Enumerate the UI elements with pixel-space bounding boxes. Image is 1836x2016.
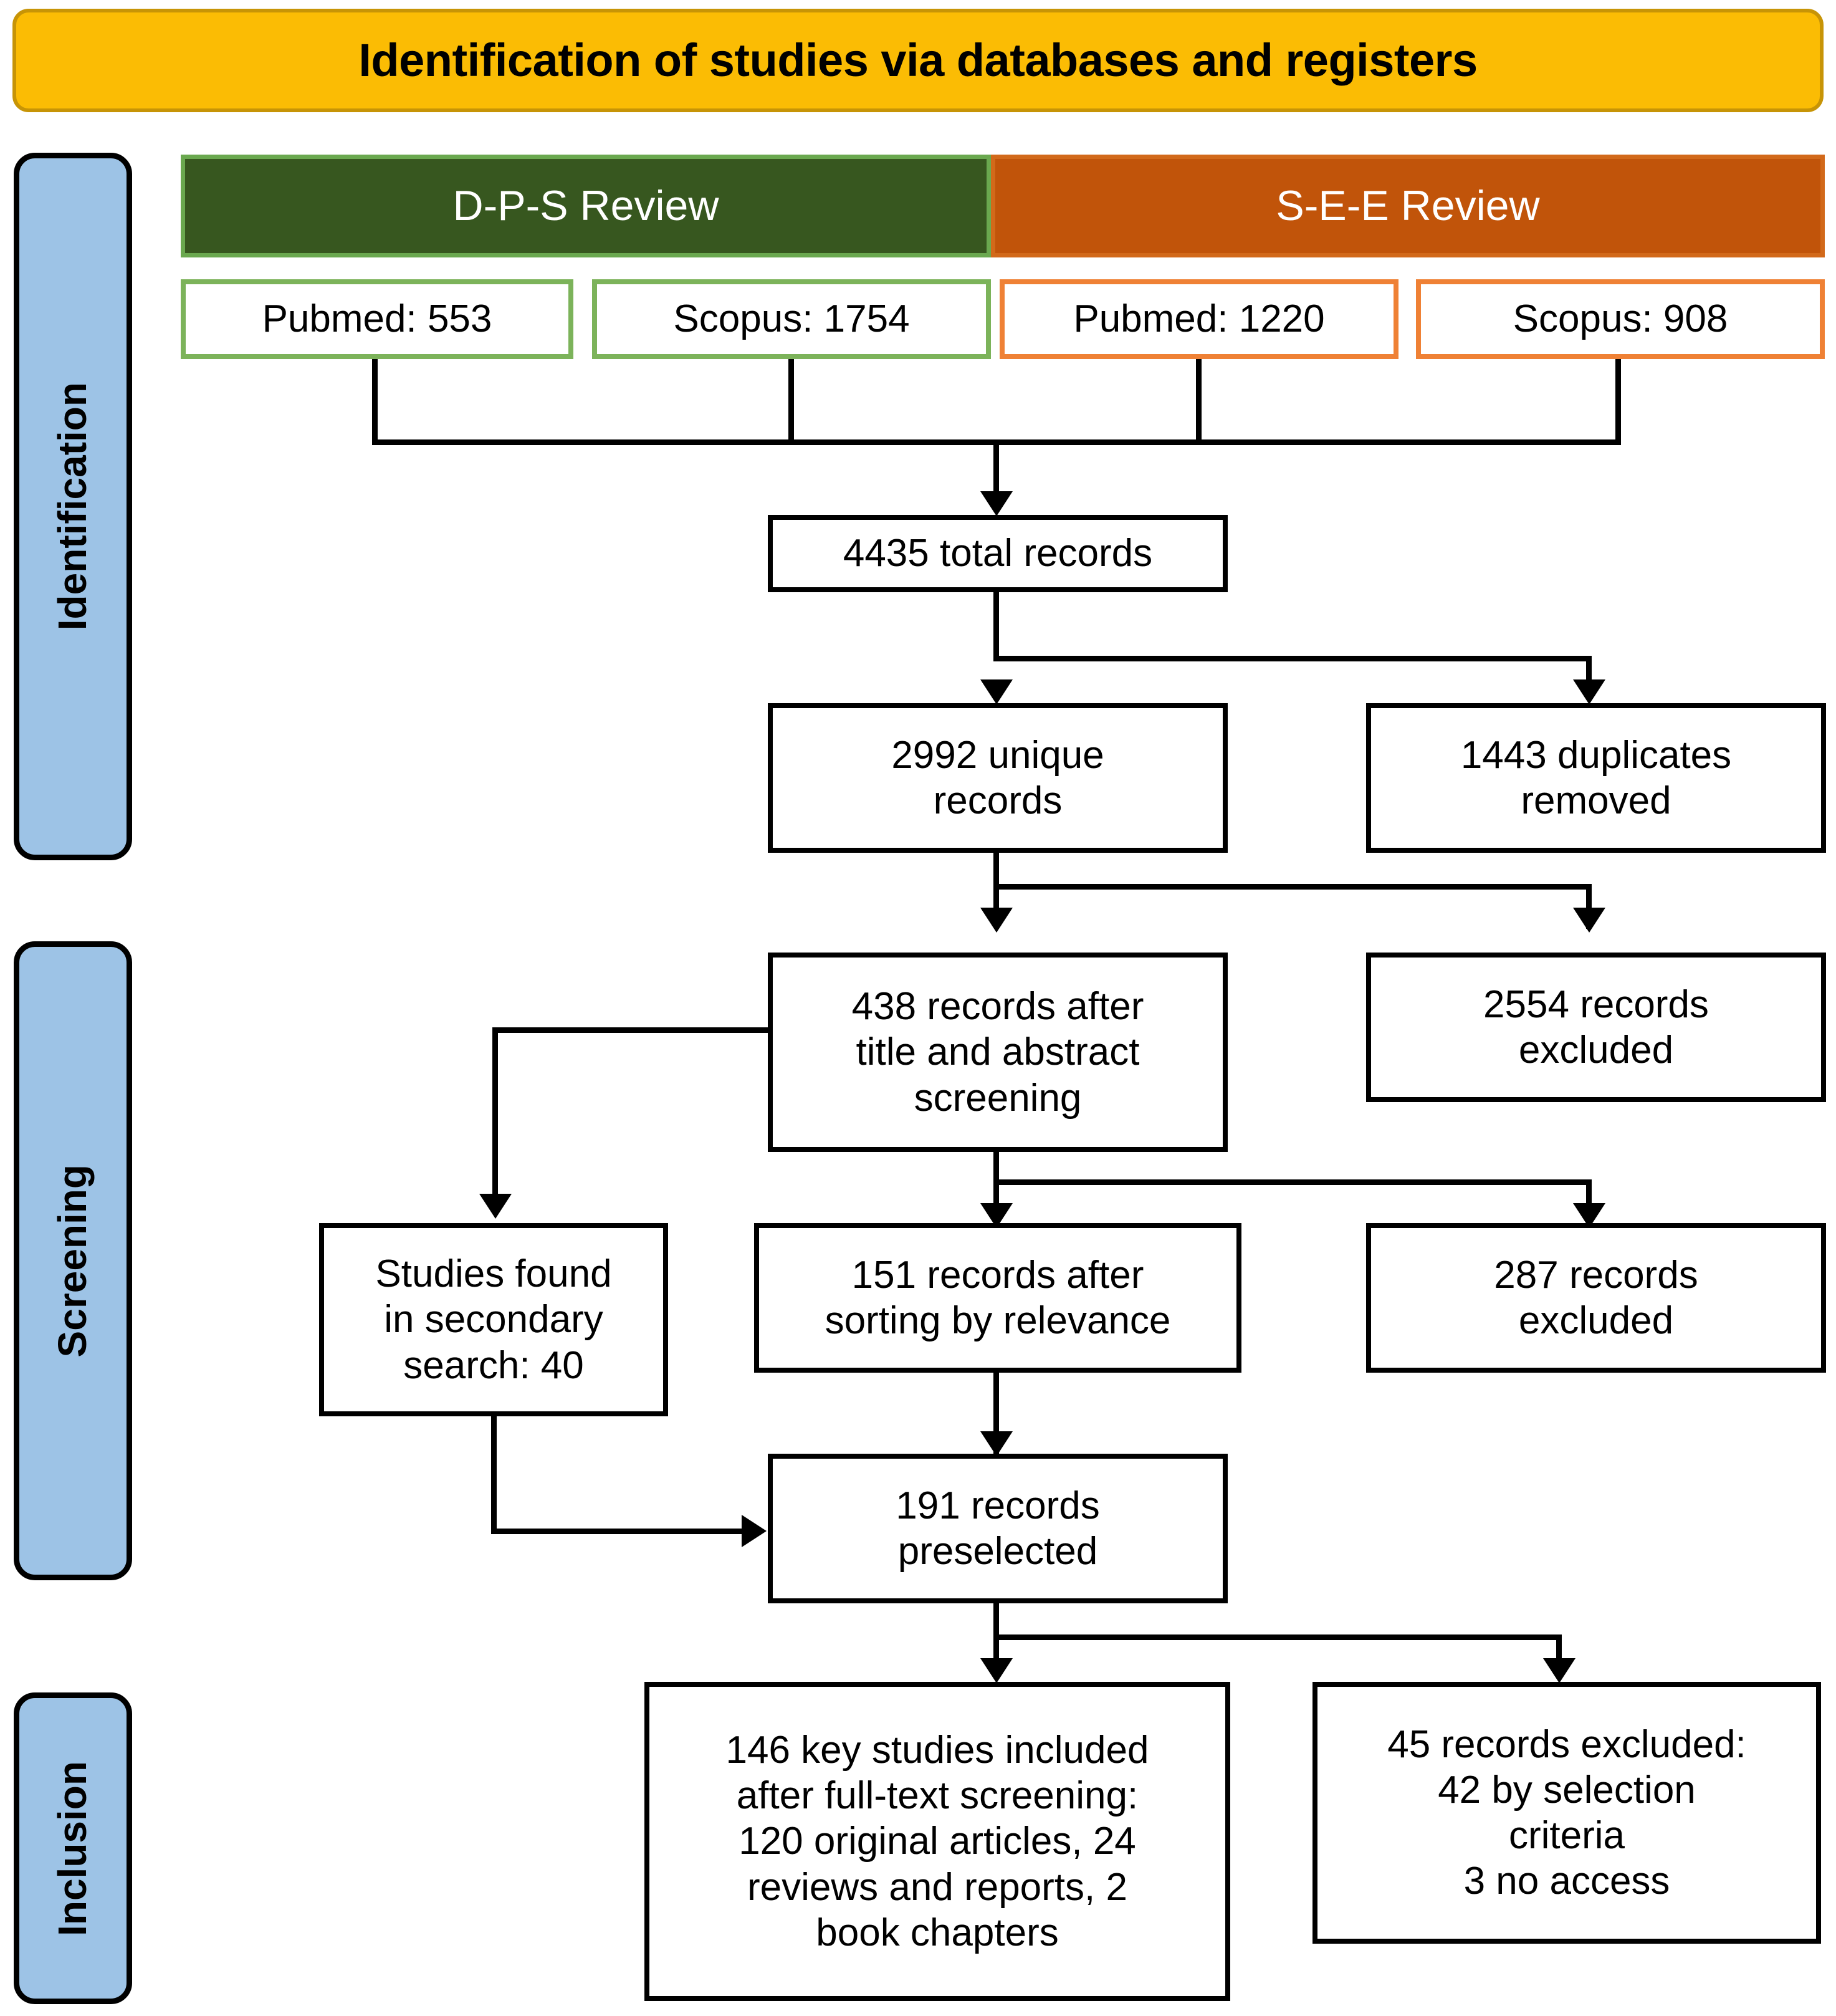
stage-band-identification: Identification xyxy=(14,153,132,860)
connector-total-branch xyxy=(993,656,1592,661)
source-label-scopus-see: Scopus: 908 xyxy=(1513,297,1728,341)
stage-label-screening: Screening xyxy=(50,1164,95,1358)
included-studies-line5: book chapters xyxy=(816,1911,1059,1954)
review-group-label-dps: D-P-S Review xyxy=(452,182,719,230)
included-studies-line3: 120 original articles, 24 xyxy=(739,1820,1136,1863)
total-records-label: 4435 total records xyxy=(843,532,1153,575)
connector-ta-to-excl287-drop xyxy=(1586,1179,1592,1224)
connector-manifold-to-total xyxy=(993,439,999,511)
connector-total-to-dup-drop xyxy=(1586,656,1592,694)
arrow-to-included-studies xyxy=(980,1658,1013,1683)
flow-box-excluded-45: 45 records excluded: 42 by selection cri… xyxy=(1312,1682,1821,1944)
after-title-abstract-line1: 438 records after xyxy=(851,985,1144,1029)
secondary-search-line2: in secondary xyxy=(384,1298,603,1342)
flow-box-unique-records: 2992 unique records xyxy=(768,703,1228,853)
connector-ta-to-secondary-horiz xyxy=(492,1027,770,1033)
connector-ta-to-secondary-drop xyxy=(492,1027,498,1208)
stage-label-inclusion: Inclusion xyxy=(50,1760,95,1936)
excluded-2554-line1: 2554 records xyxy=(1483,982,1709,1026)
stage-band-inclusion: Inclusion xyxy=(14,1692,132,2004)
connector-pubmed-dps-drop xyxy=(372,359,378,444)
review-group-header-see: S-E-E Review xyxy=(991,155,1825,257)
excluded-45-line3: criteria xyxy=(1508,1814,1625,1857)
connector-secondary-drop xyxy=(491,1416,497,1534)
duplicates-removed-line1: 1443 duplicates xyxy=(1460,733,1732,777)
excluded-287-line1: 287 records xyxy=(1494,1253,1698,1297)
source-box-pubmed-dps: Pubmed: 553 xyxy=(181,279,573,359)
included-studies-line4: reviews and reports, 2 xyxy=(747,1865,1127,1909)
source-box-scopus-dps: Scopus: 1754 xyxy=(592,279,991,359)
flow-box-duplicates-removed: 1443 duplicates removed xyxy=(1366,703,1826,853)
source-label-pubmed-see: Pubmed: 1220 xyxy=(1073,297,1325,341)
arrow-to-preselected xyxy=(980,1431,1013,1456)
flow-box-excluded-287: 287 records excluded xyxy=(1366,1223,1826,1373)
connector-secondary-to-presel xyxy=(491,1529,744,1534)
source-label-scopus-dps: Scopus: 1754 xyxy=(673,297,910,341)
after-sorting-line2: sorting by relevance xyxy=(825,1299,1171,1342)
connector-ta-branch xyxy=(993,1179,1592,1185)
excluded-45-line2: 42 by selection xyxy=(1438,1768,1696,1812)
connector-total-stem xyxy=(993,592,999,661)
secondary-search-line3: search: 40 xyxy=(403,1343,584,1387)
banner-label: Identification of studies via databases … xyxy=(358,34,1478,87)
excluded-2554-line2: excluded xyxy=(1518,1029,1674,1072)
arrow-to-duplicates-removed xyxy=(1573,679,1605,704)
preselected-line1: 191 records xyxy=(896,1484,1100,1527)
flow-box-after-title-abstract: 438 records after title and abstract scr… xyxy=(768,953,1228,1152)
arrow-to-total-records xyxy=(980,491,1013,516)
arrow-to-unique-records xyxy=(980,679,1013,704)
source-box-scopus-see: Scopus: 908 xyxy=(1416,279,1825,359)
flow-box-excluded-2554: 2554 records excluded xyxy=(1366,953,1826,1102)
arrow-to-secondary-search xyxy=(479,1194,512,1219)
source-box-pubmed-see: Pubmed: 1220 xyxy=(1000,279,1399,359)
flow-box-total-records: 4435 total records xyxy=(768,515,1228,592)
flow-box-preselected: 191 records preselected xyxy=(768,1454,1228,1603)
excluded-287-line2: excluded xyxy=(1518,1299,1674,1342)
connector-unique-branch xyxy=(993,884,1592,890)
arrow-to-after-title-abstract xyxy=(980,908,1013,933)
excluded-45-line1: 45 records excluded: xyxy=(1387,1722,1746,1766)
connector-ta-stem xyxy=(993,1152,999,1221)
excluded-45-line4: 3 no access xyxy=(1463,1860,1670,1903)
secondary-search-line1: Studies found xyxy=(375,1252,612,1296)
connector-unique-to-excl-drop xyxy=(1586,884,1592,929)
flow-box-after-sorting: 151 records after sorting by relevance xyxy=(754,1223,1241,1373)
arrow-into-preselected-left xyxy=(742,1515,767,1547)
flow-box-secondary-search: Studies found in secondary search: 40 xyxy=(319,1223,668,1416)
stage-label-identification: Identification xyxy=(50,382,95,631)
included-studies-line2: after full-text screening: xyxy=(736,1774,1139,1818)
unique-records-line1: 2992 unique xyxy=(891,733,1104,777)
included-studies-line1: 146 key studies included xyxy=(725,1729,1149,1772)
source-label-pubmed-dps: Pubmed: 553 xyxy=(262,297,492,341)
connector-sorting-to-preselected xyxy=(993,1373,999,1454)
connector-scopus-see-drop xyxy=(1615,359,1621,444)
diagram-banner-title: Identification of studies via databases … xyxy=(12,9,1824,112)
review-group-header-dps: D-P-S Review xyxy=(181,155,991,257)
review-group-label-see: S-E-E Review xyxy=(1276,182,1540,230)
after-title-abstract-line2: title and abstract xyxy=(856,1030,1140,1074)
connector-presel-to-excl45-drop xyxy=(1556,1634,1562,1672)
preselected-line2: preselected xyxy=(897,1530,1098,1573)
unique-records-line2: records xyxy=(933,779,1063,822)
connector-presel-branch xyxy=(993,1634,1562,1640)
after-sorting-line1: 151 records after xyxy=(851,1253,1144,1297)
connector-pubmed-see-drop xyxy=(1196,359,1202,444)
duplicates-removed-line2: removed xyxy=(1521,779,1671,822)
flow-box-included-studies: 146 key studies included after full-text… xyxy=(644,1682,1230,2001)
after-title-abstract-line3: screening xyxy=(914,1076,1082,1120)
stage-band-screening: Screening xyxy=(14,941,132,1580)
arrow-to-excluded-45 xyxy=(1543,1658,1575,1683)
connector-scopus-dps-drop xyxy=(788,359,794,444)
arrow-to-excluded-2554 xyxy=(1573,908,1605,933)
